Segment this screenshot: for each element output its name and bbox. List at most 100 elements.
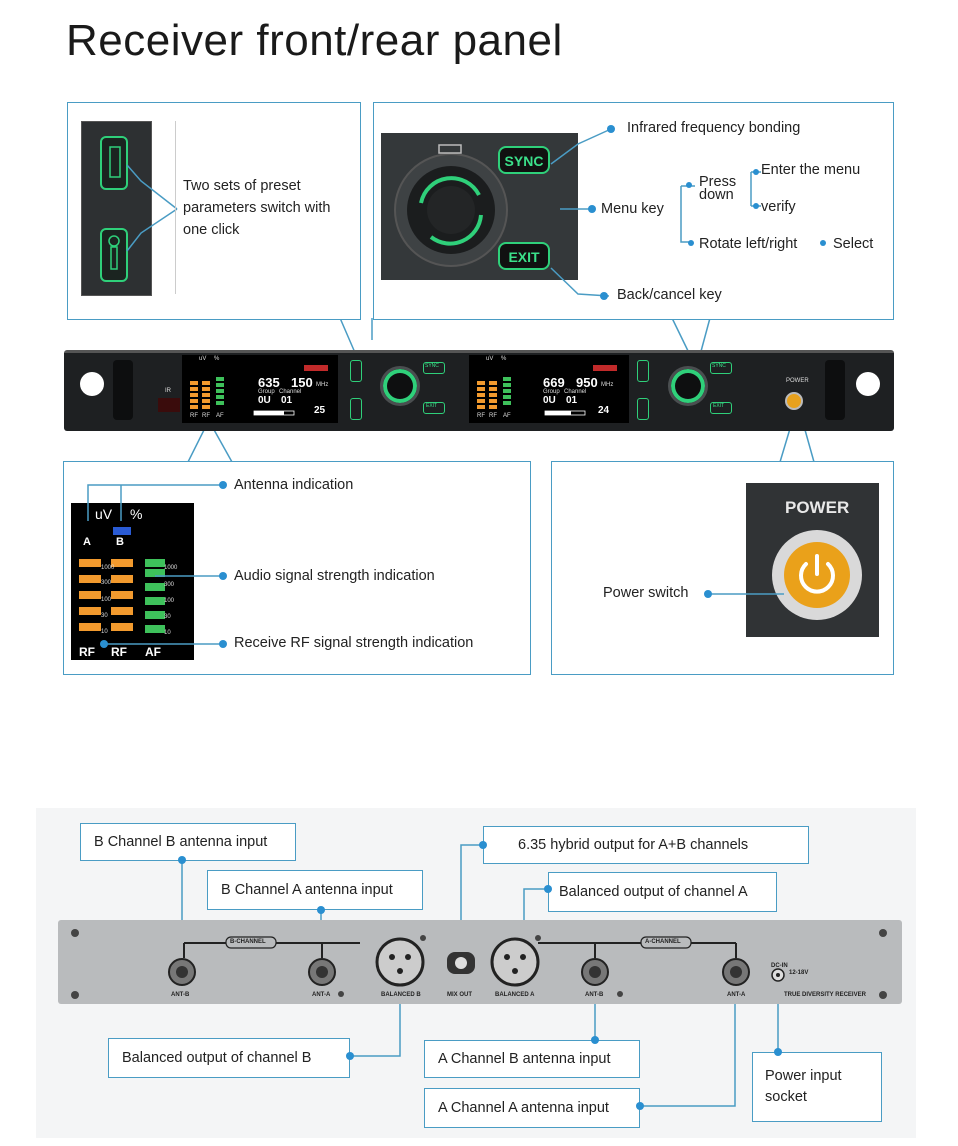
rear-ant-b-1: ANT-B bbox=[171, 992, 190, 998]
ch1-channel-val: 01 bbox=[281, 395, 293, 406]
audio-dot bbox=[219, 572, 227, 580]
ch2-uv: uV bbox=[486, 356, 494, 362]
rear-dc-spec: 12-18V bbox=[789, 970, 809, 976]
meter-level-100: 100 bbox=[101, 597, 112, 603]
rear-dot-8 bbox=[774, 1048, 782, 1056]
ch1-group-val: 0U bbox=[258, 395, 271, 406]
rear-a-channel: A-CHANNEL bbox=[645, 939, 681, 945]
menu-key-dot bbox=[588, 205, 596, 213]
sync-button[interactable]: SYNC bbox=[504, 153, 544, 169]
rear-ant-a-1: ANT-A bbox=[312, 992, 331, 998]
ch1-preset-switch-top[interactable] bbox=[350, 360, 362, 382]
ch1-exit-button[interactable] bbox=[423, 402, 445, 414]
callout-a-channel-a-antenna: A Channel A antenna input bbox=[424, 1088, 640, 1128]
back-cancel-dot bbox=[600, 292, 608, 300]
rotate-dot bbox=[688, 240, 694, 246]
rear-dot-7 bbox=[636, 1102, 644, 1110]
ch1-exit-label: EXIT bbox=[426, 403, 438, 409]
ch2-sync-button[interactable] bbox=[710, 362, 732, 374]
rear-dot-6 bbox=[591, 1036, 599, 1044]
rear-device-graphic bbox=[71, 929, 887, 999]
ch1-footer-rf2: RF bbox=[202, 413, 210, 419]
ch2-preset-switch-top[interactable] bbox=[637, 360, 649, 382]
rear-ant-a-2: ANT-A bbox=[727, 992, 746, 998]
ch2-exit-button[interactable] bbox=[710, 402, 732, 414]
meter-uv: uV bbox=[95, 506, 113, 522]
callout-hybrid-output: 6.35 hybrid output for A+B channels bbox=[483, 826, 809, 864]
enter-menu-label: Enter the menu bbox=[761, 162, 861, 178]
rear-ant-b-2: ANT-B bbox=[585, 992, 604, 998]
rotate-label: Rotate left/right bbox=[699, 236, 798, 252]
exit-button[interactable]: EXIT bbox=[508, 249, 540, 265]
ch2-group-val: 0U bbox=[543, 395, 556, 406]
rf-dot bbox=[219, 640, 227, 648]
ch2-mhz: MHz bbox=[601, 382, 614, 388]
knob-callout-lines bbox=[550, 128, 761, 297]
ch1-footer-af: AF bbox=[216, 413, 224, 419]
rear-dc-in: DC-IN bbox=[771, 963, 788, 969]
power-switch-label: Power switch bbox=[603, 585, 689, 601]
rear-dot-1 bbox=[178, 856, 186, 864]
device-power-button[interactable] bbox=[785, 392, 803, 410]
meter-callout-lines bbox=[87, 484, 223, 645]
ch2-footer-rf1: RF bbox=[477, 413, 485, 419]
rear-dot-2 bbox=[317, 906, 325, 914]
ch2-group: Group bbox=[543, 389, 560, 395]
device-power-label: POWER bbox=[786, 378, 809, 384]
rack-ear-left bbox=[80, 372, 104, 396]
meter-level-300: 300 bbox=[101, 580, 112, 586]
ch1-knob[interactable] bbox=[380, 366, 420, 406]
ch1-sync-label: SYNC bbox=[425, 363, 439, 369]
callout-a-channel-b-antenna: A Channel B antenna input bbox=[424, 1040, 640, 1078]
callout-balanced-b: Balanced output of channel B bbox=[108, 1038, 350, 1078]
rear-dot-3 bbox=[479, 841, 487, 849]
ch2-channel: Channel bbox=[564, 389, 587, 395]
page-title: Receiver front/rear panel bbox=[66, 16, 563, 65]
meter-level-300-b: 300 bbox=[164, 582, 175, 588]
ch1-meter-graphic bbox=[190, 365, 328, 416]
antenna-dot bbox=[219, 481, 227, 489]
rear-true-diversity: TRUE DIVERSITY RECEIVER bbox=[784, 992, 866, 998]
power-icon bbox=[799, 554, 835, 594]
rear-balanced-a: BALANCED A bbox=[495, 992, 535, 998]
meter-footer-af: AF bbox=[145, 645, 161, 659]
preset-text-3: one click bbox=[183, 222, 240, 238]
handle-right bbox=[825, 360, 845, 420]
knob-graphic bbox=[394, 144, 550, 270]
ch1-preset-switch-bottom[interactable] bbox=[350, 398, 362, 420]
preset-text-2: parameters switch with bbox=[183, 200, 331, 216]
ch2-meter-graphic bbox=[477, 365, 617, 416]
ch2-footer-af: AF bbox=[503, 413, 511, 419]
down-label: down bbox=[699, 187, 734, 203]
meter-level-1000-b: 1000 bbox=[164, 565, 178, 571]
ch1-sync-button[interactable] bbox=[423, 362, 445, 374]
ch1-mhz: MHz bbox=[316, 382, 329, 388]
callout-b-channel-b-antenna: B Channel B antenna input bbox=[80, 823, 296, 861]
press-dot bbox=[686, 182, 692, 188]
meter-bars bbox=[79, 527, 165, 633]
ch2-pct: % bbox=[501, 356, 507, 362]
power-callout-line bbox=[708, 593, 784, 595]
meter-b: B bbox=[116, 536, 124, 548]
ch2-knob[interactable] bbox=[668, 366, 708, 406]
ch1-freq-a: 635 bbox=[258, 375, 280, 390]
press-label: Press bbox=[699, 174, 737, 190]
rf-label: Receive RF signal strength indication bbox=[234, 635, 474, 651]
power-input-line-1: Power input bbox=[765, 1068, 842, 1084]
meter-level-100-b: 100 bbox=[164, 598, 175, 604]
callout-b-channel-a-antenna: B Channel A antenna input bbox=[207, 870, 423, 910]
infrared-dot bbox=[607, 125, 615, 133]
ch2-sync-label: SYNC bbox=[712, 363, 726, 369]
meter-level-10-b: 10 bbox=[164, 630, 171, 636]
meter-a: A bbox=[83, 536, 91, 548]
antenna-label: Antenna indication bbox=[234, 477, 354, 493]
infrared-label: Infrared frequency bonding bbox=[627, 120, 801, 136]
preset-divider bbox=[175, 121, 176, 294]
rear-balanced-b: BALANCED B bbox=[381, 992, 421, 998]
power-dot bbox=[704, 590, 712, 598]
meter-footer-rf1: RF bbox=[79, 645, 95, 659]
meter-level-30-b: 30 bbox=[164, 614, 171, 620]
ch2-preset-switch-bottom[interactable] bbox=[637, 398, 649, 420]
callout-balanced-a: Balanced output of channel A bbox=[548, 872, 777, 912]
meter-pct: % bbox=[130, 506, 143, 522]
